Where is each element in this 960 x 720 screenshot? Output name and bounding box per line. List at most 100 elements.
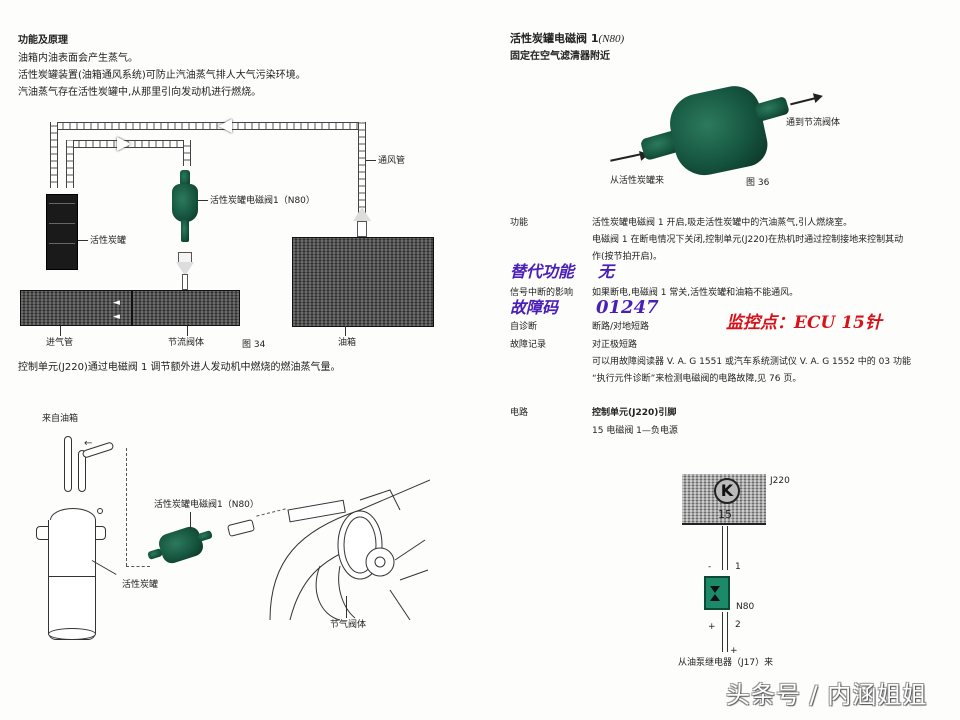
valve-outlet xyxy=(754,95,790,123)
connector-pipe xyxy=(357,221,367,237)
intake-manifold-block: ◄ ◄ xyxy=(20,290,240,326)
dashed-guide xyxy=(126,566,150,567)
pin-2: 2 xyxy=(735,620,741,630)
canister-bottom xyxy=(48,628,96,640)
row-text: 可以用故障阅读器 V. A. G 1551 或汽车系统测试仪 V. A. G 1… xyxy=(592,357,911,367)
label-from-relay: 从油泵继电器（J17）来 xyxy=(678,658,774,668)
row-label-signal-loss: 信号中断的影响 xyxy=(510,288,574,298)
leader-line xyxy=(78,240,88,241)
label-canister: 活性炭罐 xyxy=(90,236,127,246)
row-text: 对正极短路 xyxy=(592,340,638,350)
arrow-head xyxy=(812,91,825,103)
title-code: (N80) xyxy=(598,33,625,45)
ecu-symbol-k: K xyxy=(714,478,740,504)
circuit-line-2: 15 电磁阀 1—负电源 xyxy=(592,426,678,436)
figure-34-caption: 图 34 xyxy=(242,340,266,350)
leader-line xyxy=(187,326,188,336)
purge-pipe-right xyxy=(183,140,191,166)
leader-line xyxy=(366,160,376,161)
arrow-right-icon xyxy=(117,137,131,151)
label-from-tank: 来自油箱 xyxy=(42,414,79,424)
label-throttle-body: 节气阀体 xyxy=(330,620,367,630)
title-text: 活性炭罐电磁阀 1 xyxy=(510,32,599,45)
label-vent-pipe: 通风管 xyxy=(378,156,406,166)
annotation-substitute-value: 无 xyxy=(598,262,615,281)
figure-35-installation-drawing: 来自油箱 ← 活性炭罐 活性炭罐电磁阀1（N80） 节气阀体 xyxy=(0,400,450,660)
circuit-line-1: 控制单元(J220)引脚 xyxy=(592,408,677,418)
label-fuel-tank: 油箱 xyxy=(338,338,357,348)
ecu-baseline xyxy=(682,523,766,525)
canister-block xyxy=(46,194,78,270)
figure-36-valve: 通到节流阀体 从活性炭罐来 图 36 xyxy=(590,70,890,200)
label-canister: 活性炭罐 xyxy=(122,580,159,590)
vent-pipe-top xyxy=(50,122,365,130)
n80-component-icon xyxy=(704,576,730,610)
hose-drawing xyxy=(64,436,72,492)
control-text: 控制单元(J220)通过电磁阀 1 调节额外进人发动机中燃烧的燃油蒸气量。 xyxy=(18,362,341,373)
leader-line xyxy=(345,326,346,336)
throttle-body-drawing xyxy=(269,479,430,621)
wire-lower xyxy=(722,612,728,652)
label-valve-n80: 活性炭罐电磁阀1（N80） xyxy=(154,500,259,510)
arrow-left-icon: ← xyxy=(84,438,93,449)
annotation-fault-code: 01247 xyxy=(596,297,659,318)
row-text: “执行元件诊断”来检测电磁阀的电路故障,见 76 页。 xyxy=(592,374,802,384)
fuel-tank-block xyxy=(292,237,434,327)
vent-pipe-left xyxy=(50,122,58,188)
label-throttle-body: 节流阀体 xyxy=(168,338,205,348)
connector-pipe xyxy=(182,274,188,290)
leader-line xyxy=(346,596,347,618)
leader-line xyxy=(198,200,208,201)
label-intake-pipe: 进气管 xyxy=(46,338,74,348)
page-title: 活性炭罐电磁阀 1(N80) xyxy=(510,32,624,46)
row-text: 电磁阀 1 在断电情况下关闭,控制单元(J220)在热机时通过控制接地来控制其动 xyxy=(592,235,904,245)
pin-1: 1 xyxy=(735,562,741,572)
subtitle: 固定在空气滤清器附近 xyxy=(510,51,610,62)
label-in: 从活性炭罐来 xyxy=(610,176,665,186)
label-valve-n80: 活性炭罐电磁阀1（N80） xyxy=(210,196,315,206)
label-out: 通到节流阀体 xyxy=(786,118,841,128)
valve-n80-icon xyxy=(156,524,206,566)
sign-minus: - xyxy=(708,562,712,572)
leader-line xyxy=(190,512,191,530)
paragraph-3: 汽油蒸气存在活性炭罐中,从那里引向发动机进行燃烧。 xyxy=(18,87,262,98)
arrow-down-icon xyxy=(178,252,192,262)
vent-pipe-right xyxy=(358,122,366,227)
section-title: 功能及原理 xyxy=(18,35,68,46)
paragraph-2: 活性炭罐装置(油箱通风系统)可防止汽油蒸气排人大气污染环境。 xyxy=(18,70,306,81)
valve-n80-icon xyxy=(180,170,190,186)
row-text: 如果断电,电磁阀 1 常关,活性炭罐和油箱不能通风。 xyxy=(592,288,799,298)
wire-upper xyxy=(722,526,728,570)
dashed-guide xyxy=(126,448,127,566)
arrow-left-icon xyxy=(218,119,232,133)
circuit-diagram: K J220 15 - 1 N80 + 2 + 从油泵继电器（J17）来 xyxy=(660,460,820,680)
label-n80: N80 xyxy=(736,602,755,612)
row-label-function: 功能 xyxy=(510,218,529,228)
hose-drawing xyxy=(78,450,86,492)
row-text: 活性炭罐电磁阀 1 开启,吸走活性炭罐中的汽油蒸气,引人燃烧室。 xyxy=(592,218,853,228)
valve-n80-outlet xyxy=(181,220,189,242)
arrow-up-icon xyxy=(353,207,371,221)
canister-band xyxy=(48,576,96,577)
row-label-fault-record: 故障记录 xyxy=(510,340,547,350)
row-label-self-diagnosis: 自诊断 xyxy=(510,322,538,332)
pin-15: 15 xyxy=(718,508,732,521)
figure-36-caption: 图 36 xyxy=(746,178,770,188)
watermark: 头条号 / 内涵姐姐 xyxy=(726,681,928,709)
annotation-monitor-point: 监控点：ECU 15针 xyxy=(726,313,882,333)
figure-34-system-diagram: 活性炭罐 活性炭罐电磁阀1（N80） 通风管 ◄ ◄ 进气管 节流阀体 图 34… xyxy=(0,110,450,360)
annotation-substitute-label: 替代功能 xyxy=(510,262,575,281)
valve-n80-body xyxy=(172,184,198,222)
connector xyxy=(226,519,256,537)
valve-n80-icon xyxy=(664,81,772,181)
valve-outlet xyxy=(197,530,213,542)
paragraph-1: 油箱内油表面会产生蒸气。 xyxy=(18,53,138,64)
row-text: 断路/对地短路 xyxy=(592,322,650,332)
annotation-fault-label: 故障码 xyxy=(510,298,559,317)
bolt-icon xyxy=(97,508,103,514)
sign-plus-bottom: + xyxy=(730,646,738,656)
row-text: 作(按节拍开启)。 xyxy=(592,252,663,262)
sign-plus: + xyxy=(708,622,716,632)
purge-pipe-left xyxy=(66,140,74,188)
row-label-circuit: 电路 xyxy=(510,408,529,418)
